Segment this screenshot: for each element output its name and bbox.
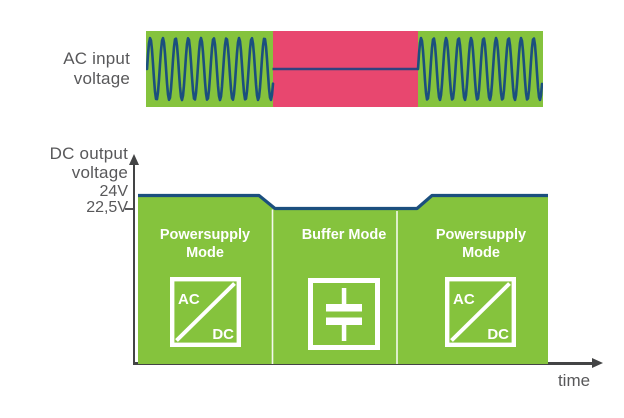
x-axis-arrow-icon: [592, 358, 603, 368]
converter-dc-text: DC: [487, 326, 509, 343]
time-axis-label: time: [557, 371, 591, 390]
ac-dc-converter-icon: AC DC: [170, 277, 241, 352]
dc-voltage-curve: [138, 193, 548, 211]
powersupply-mode-label-2: Powersupply Mode: [435, 227, 527, 261]
converter-ac-text: AC: [453, 291, 475, 308]
powersupply-mode-label-1: Powersupply Mode: [159, 227, 251, 261]
y-axis-tick-22-5v: [125, 208, 134, 211]
capacitor-frame: [308, 278, 380, 350]
converter-frame: [445, 277, 516, 347]
y-axis-line: [133, 163, 136, 364]
converter-frame: [170, 277, 241, 347]
converter-diagonal: [450, 282, 511, 342]
capacitor-bottom-plate: [326, 317, 362, 325]
converter-diagonal: [175, 282, 236, 342]
ac-waveform-svg: [145, 31, 544, 107]
dc-output-voltage-label: DC output voltage: [49, 144, 128, 182]
ac-waveform-strip: [145, 31, 544, 107]
buffer-mode-label: Buffer Mode: [301, 227, 387, 243]
tick-label-24v: 24V: [99, 183, 128, 200]
converter-ac-text: AC: [178, 291, 200, 308]
ac-dc-converter-icon: AC DC: [445, 277, 516, 352]
tick-label-22-5v: 22,5V: [86, 199, 128, 216]
capacitor-buffer-icon: [308, 278, 380, 355]
capacitor-top-plate: [326, 304, 362, 312]
ac-input-voltage-label: AC input voltage: [63, 49, 130, 88]
capacitor-bottom-lead: [341, 324, 347, 341]
ac-sine-wave-left-icon: [145, 36, 275, 102]
ac-sine-wave-right-icon: [416, 36, 544, 102]
capacitor-top-lead: [341, 288, 347, 305]
y-axis-arrow-icon: [129, 154, 139, 165]
converter-dc-text: DC: [212, 326, 234, 343]
